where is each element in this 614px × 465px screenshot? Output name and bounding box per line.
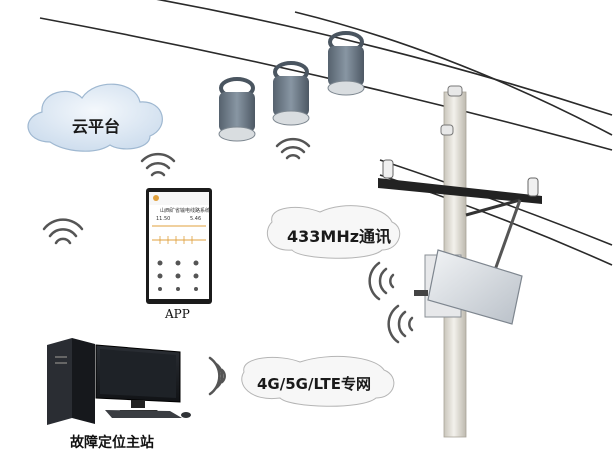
- cloud-platform: [27, 83, 163, 152]
- line-sensor-3: [327, 31, 365, 96]
- app-label: APP: [165, 307, 190, 321]
- power-line-1: [39, 17, 613, 151]
- solar-monitor-unit: [414, 249, 523, 325]
- wifi-icon-left: [42, 218, 84, 245]
- app-stat-left: 11.50: [156, 216, 171, 222]
- master-station-label: 故障定位主站: [70, 435, 154, 451]
- line-sensor-1: [218, 77, 256, 142]
- wifi-icon-cloud: [140, 152, 176, 177]
- line-sensors: [218, 31, 365, 142]
- master-station-computer: [47, 338, 191, 425]
- app-screen-title: 山西矿省输电线路系统: [160, 208, 211, 214]
- app-phone: [146, 188, 212, 304]
- wifi-icon-pole-upper: [368, 261, 395, 301]
- line-sensor-2: [272, 61, 310, 126]
- cellular-network-label: 4G/5G/LTE专网: [257, 375, 372, 393]
- wifi-icon-sensors: [275, 137, 311, 160]
- power-line-3: [294, 11, 613, 136]
- cloud-platform-label: 云平台: [72, 117, 121, 136]
- bubble-433mhz: [267, 205, 401, 259]
- power-line-4: [379, 159, 613, 246]
- radio-433-label: 433MHz通讯: [287, 227, 392, 246]
- bubble-cellular: [241, 355, 395, 407]
- power-line-2: [156, 0, 613, 116]
- wifi-icon-master: [208, 356, 226, 396]
- wifi-icon-pole-lower: [387, 304, 414, 344]
- app-stat-right: 5.46: [190, 216, 202, 222]
